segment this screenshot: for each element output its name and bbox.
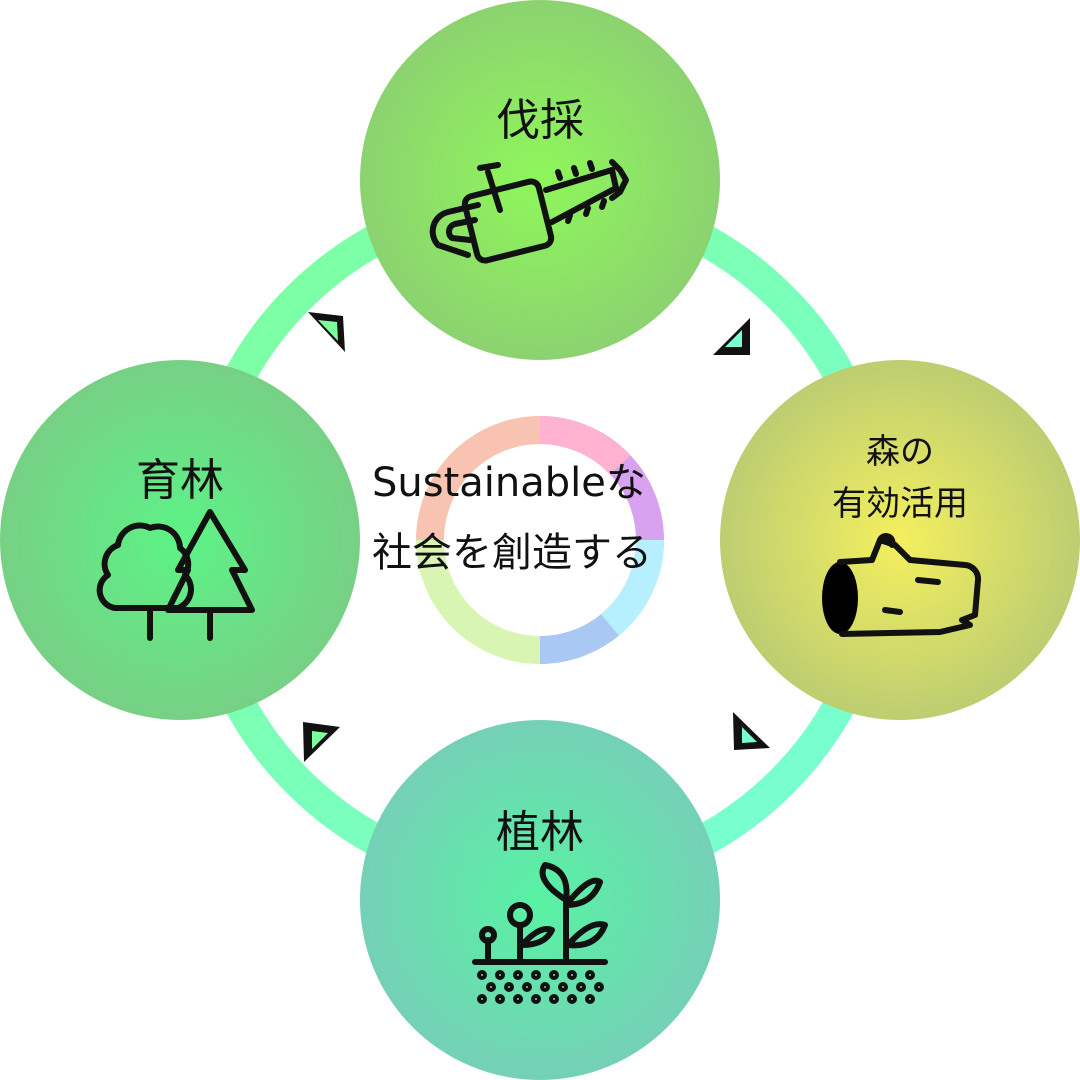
trees-icon <box>96 509 255 641</box>
center-title-line1: Sustainableな <box>372 460 646 506</box>
log-icon <box>822 533 982 637</box>
node-tending-label: 育林 <box>136 455 224 506</box>
node-harvest: 伐採 <box>360 0 720 360</box>
arrow-top-left <box>308 312 345 352</box>
node-tending: 育林 <box>0 360 360 720</box>
arrow-top-right <box>713 318 750 355</box>
chainsaw-icon <box>429 159 629 264</box>
center-rainbow-ring <box>416 416 665 664</box>
node-effective-use-line2: 有効活用 <box>832 484 968 524</box>
sprout-icon <box>472 862 608 1004</box>
center-title-line2: 社会を創造する <box>372 530 652 576</box>
arrow-bottom-left <box>303 722 340 762</box>
node-planting: 植林 <box>360 720 720 1080</box>
arrow-bottom-right <box>733 712 770 750</box>
node-effective-use: 森の 有効活用 <box>720 360 1080 720</box>
node-harvest-label: 伐採 <box>496 95 584 146</box>
soil-dots <box>477 970 604 1004</box>
node-effective-use-line1: 森の <box>866 432 934 472</box>
node-planting-label: 植林 <box>496 807 584 858</box>
